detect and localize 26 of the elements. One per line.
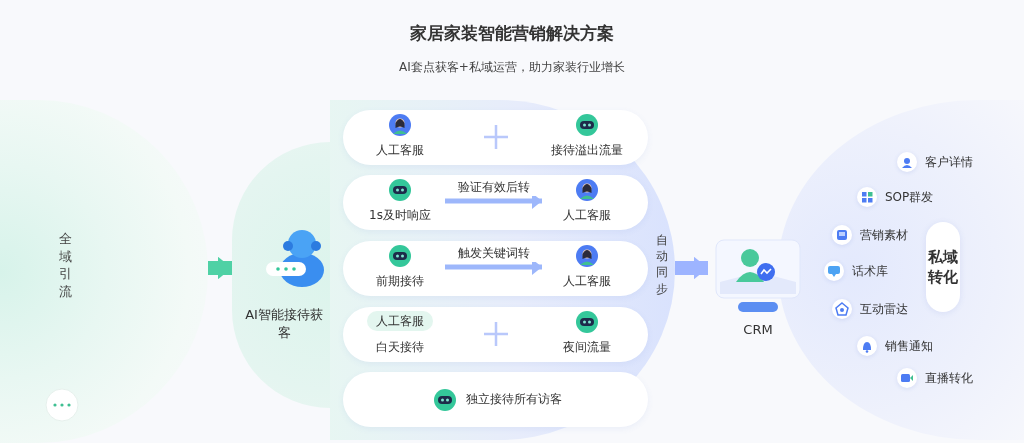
feature-label: 话术库 [852, 262, 888, 280]
feature-label: 直播转化 [925, 369, 973, 387]
item-label: 独立接待所有访客 [466, 391, 562, 408]
row-card [343, 307, 648, 362]
item-label: 人工客服 [562, 207, 612, 224]
item-label: 接待溢出流量 [550, 142, 624, 159]
pill-label: 私域转化 [926, 222, 960, 312]
item-label: 夜间流量 [562, 339, 612, 356]
tag-pill: 人工客服 [367, 311, 433, 331]
feature-label: SOP群发 [885, 188, 934, 206]
item-label: 白天接待 [375, 339, 425, 356]
item-label: 1s及时响应 [368, 207, 432, 224]
subtitle: AI套点获客+私域运营，助力家装行业增长 [398, 59, 626, 76]
edge-label: 自动同步 [655, 232, 669, 297]
node-label: AI智能接待获客 [244, 306, 324, 342]
title: 家居家装智能营销解决方案 [409, 22, 615, 45]
item-label: 人工客服 [375, 142, 425, 159]
item-label: 人工客服 [562, 273, 612, 290]
item-label: 前期接待 [375, 273, 425, 290]
feature-label: 营销素材 [860, 226, 908, 244]
feature-label: 客户详情 [925, 153, 973, 171]
feature-label: 互动雷达 [860, 300, 908, 318]
feature-label: 销售通知 [885, 337, 933, 355]
region-label: 全域引流 [58, 230, 73, 301]
panel-background [330, 100, 675, 440]
node-label: CRM [742, 322, 774, 337]
